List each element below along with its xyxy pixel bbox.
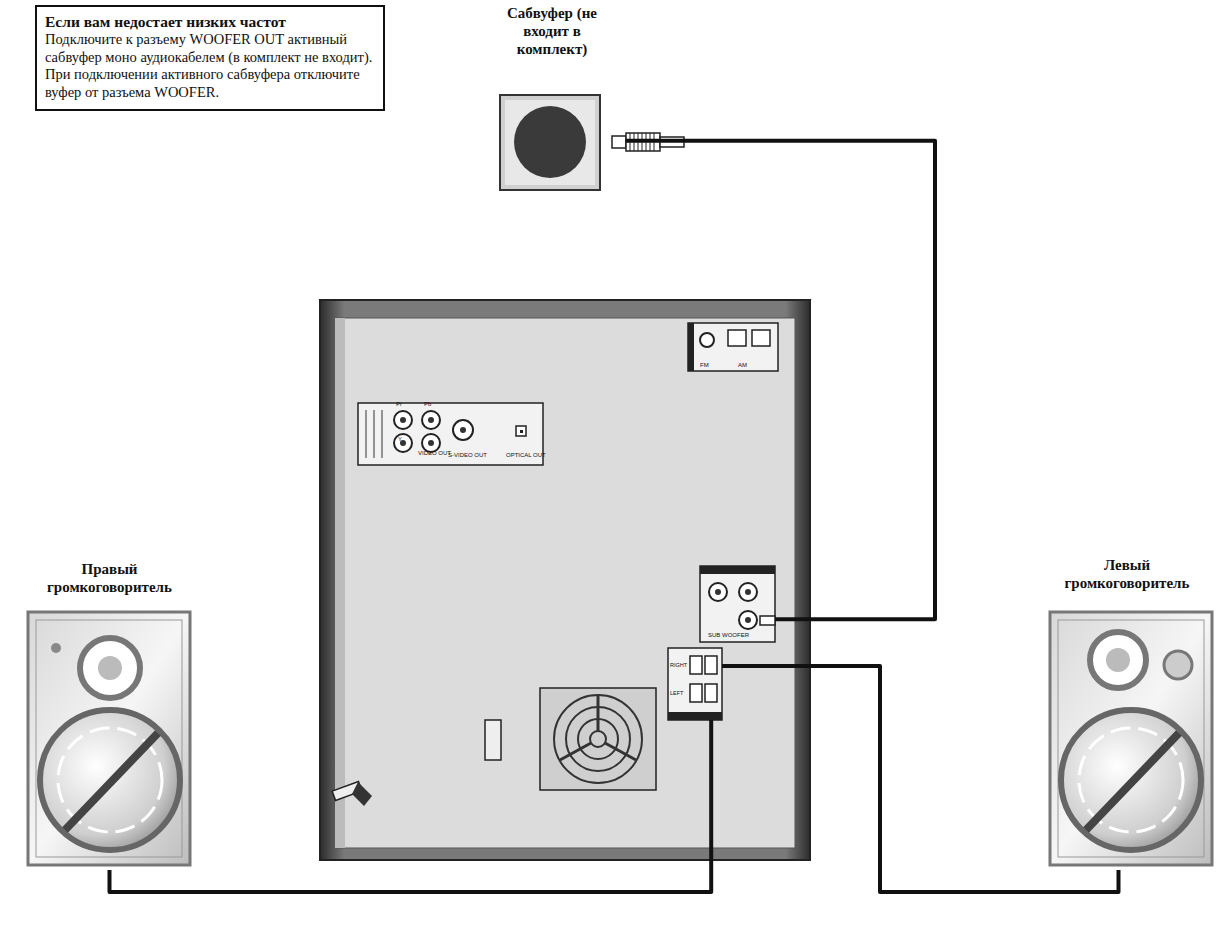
main-unit-drawing bbox=[320, 300, 810, 860]
node-text: Y bbox=[398, 436, 402, 443]
node-text: AM bbox=[738, 362, 747, 369]
right-speaker: Правый громкоговоритель bbox=[22, 560, 197, 870]
node-heading: SUB WOOFER bbox=[708, 632, 749, 639]
node-text: Pb bbox=[424, 401, 431, 408]
left-speaker: Левый громкоговоритель bbox=[1042, 556, 1212, 870]
node-heading: Сабвуфер (не входит в комплект) bbox=[492, 4, 612, 58]
node-text: VIDEO OUT bbox=[418, 450, 451, 457]
node-text: Подключите к разъему WOOFER OUT активный… bbox=[45, 31, 375, 101]
main-unit: Pr PbY VIDEO OUTS-VIDEO OUT OPTICAL OUT FM AM… bbox=[320, 300, 810, 860]
node-heading: Правый громкоговоритель bbox=[35, 560, 185, 596]
left-speaker-drawing bbox=[1050, 612, 1212, 865]
speaker-terminal: RIGHT LEFT bbox=[668, 648, 722, 720]
woofer-out-panel: SUB WOOFER bbox=[700, 566, 775, 642]
node-heading: Левый громкоговоритель bbox=[1052, 556, 1202, 592]
right-speaker-drawing bbox=[28, 612, 190, 865]
cable bbox=[722, 666, 1119, 892]
node-text: S-VIDEO OUT bbox=[448, 452, 487, 459]
node-text: OPTICAL OUT bbox=[506, 452, 546, 459]
node-text: FM bbox=[700, 362, 709, 369]
cable bbox=[626, 141, 935, 619]
subwoofer-drawing bbox=[500, 95, 684, 190]
node-heading: RIGHT bbox=[670, 662, 687, 668]
node-heading: Pr bbox=[396, 401, 402, 408]
note-box: Если вам недостает низких частотПодключи… bbox=[35, 5, 385, 111]
subwoofer: Сабвуфер (не входит в комплект) bbox=[478, 4, 626, 194]
cable bbox=[110, 720, 712, 892]
node-heading: Если вам недостает низких частот bbox=[45, 13, 375, 31]
node-text: LEFT bbox=[670, 690, 683, 696]
